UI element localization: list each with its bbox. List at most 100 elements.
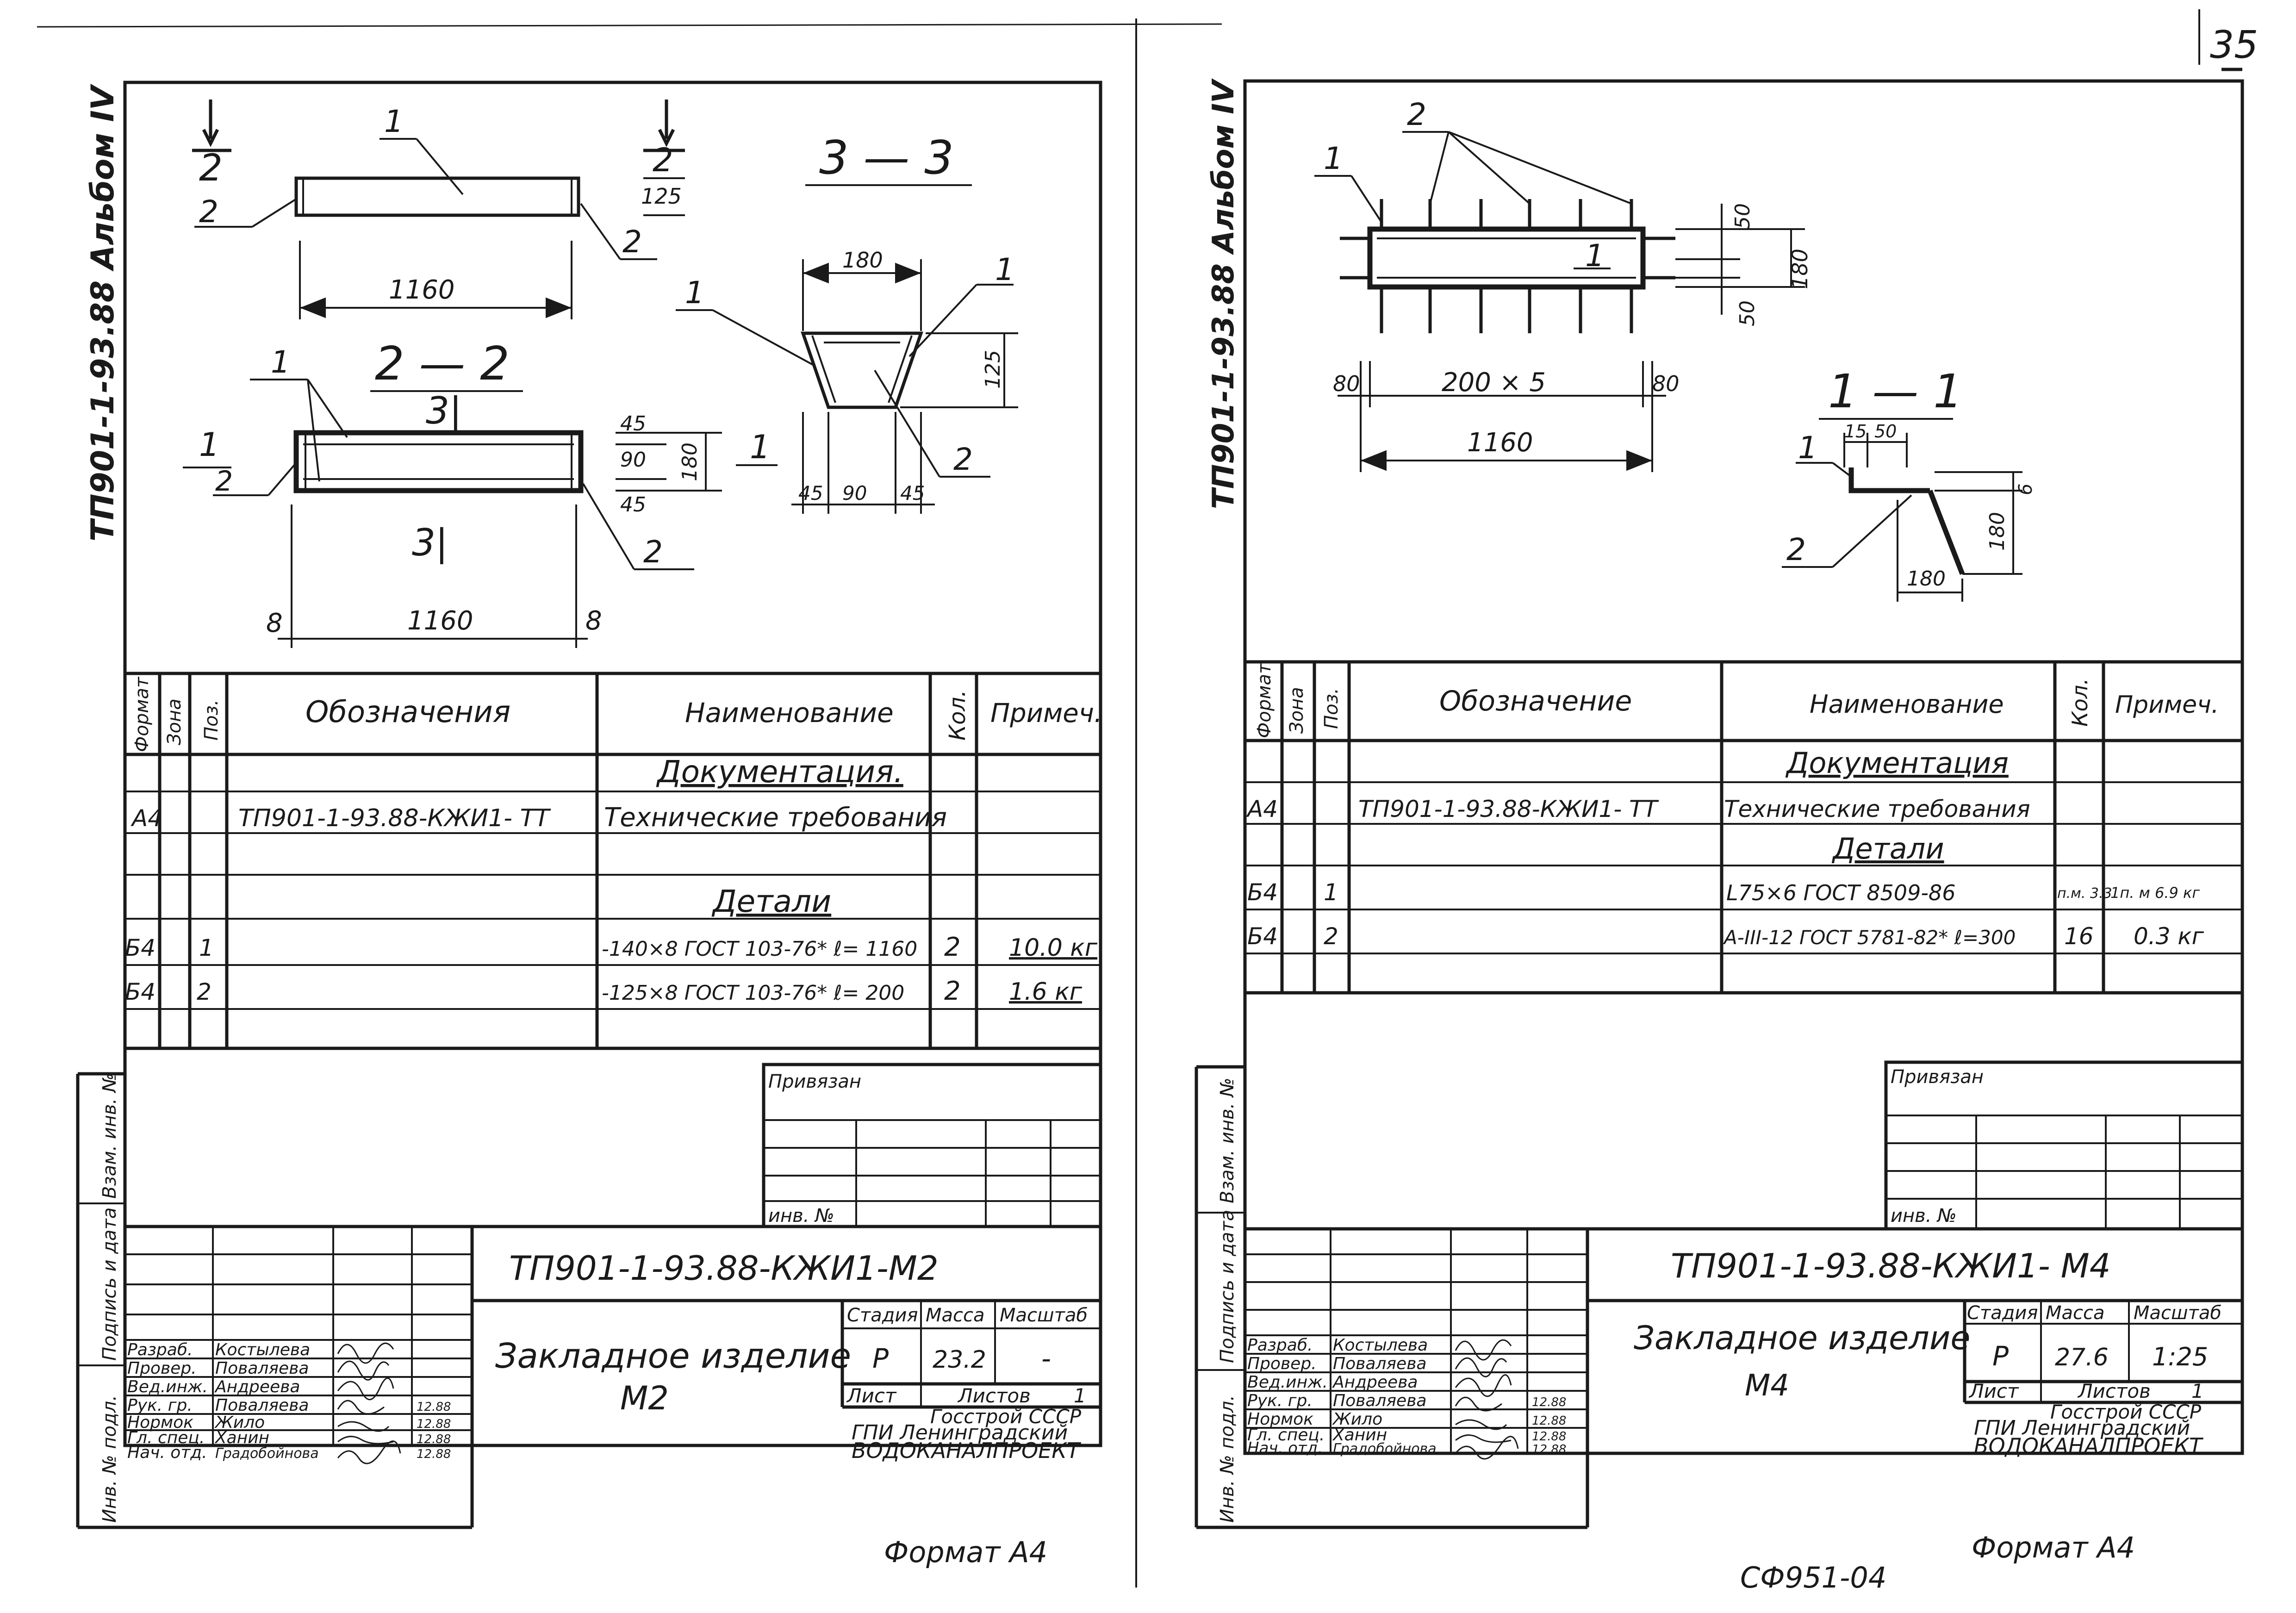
svg-text:Стадия: Стадия <box>847 1305 918 1326</box>
svg-text:10.0 кг: 10.0 кг <box>1009 934 1098 962</box>
right-privyazan-block: Привязан инв. № <box>1884 1060 2244 1231</box>
svg-text:Взам. инв. №: Взам. инв. № <box>1217 1077 1238 1203</box>
left-mass: 23.2 <box>933 1346 986 1374</box>
svg-text:Ханин: Ханин <box>1332 1426 1387 1445</box>
left-privyazan-block: Привязан инв. № <box>762 1063 1102 1228</box>
svg-text:Зона: Зона <box>164 698 185 745</box>
svg-text:Градобойнова: Градобойнова <box>215 1445 319 1462</box>
left-header-name: Наименование <box>685 697 894 729</box>
left-side-label-inv: Инв. № подл. <box>99 1395 120 1523</box>
right-plan-view: 1 2 1 50 180 50 8 <box>1314 97 1812 472</box>
svg-text:12.88: 12.88 <box>417 1417 451 1431</box>
left-pos1-label-b: 1 <box>271 344 290 380</box>
right-sheet: Взам. инв. № Подпись и дата Инв. № подл.… <box>1195 68 2244 1564</box>
svg-text:Масштаб: Масштаб <box>1000 1305 1088 1326</box>
svg-text:2: 2 <box>953 442 973 477</box>
left-item-name-1: Закладное изделие <box>495 1336 851 1376</box>
svg-text:ВОДОКАНАЛПРОЕКТ: ВОДОКАНАЛПРОЕКТ <box>852 1438 1082 1463</box>
left-side-label-podpis: Подпись и дата <box>99 1208 120 1361</box>
svg-text:Провер.: Провер. <box>127 1359 197 1378</box>
svg-text:Нормок: Нормок <box>1247 1410 1313 1429</box>
svg-text:Нач. отд.: Нач. отд. <box>1247 1439 1323 1457</box>
svg-text:Гл. спец.: Гл. спец. <box>1247 1426 1325 1445</box>
svg-text:1160: 1160 <box>389 275 455 305</box>
right-header-designation: Обозначение <box>1439 685 1632 717</box>
left-drawing-code: ТП901-1-93.88-КЖИ1-М2 <box>509 1249 939 1288</box>
svg-text:Б4: Б4 <box>1247 923 1278 950</box>
svg-text:Листов: Листов <box>957 1384 1031 1407</box>
svg-text:Поваляева: Поваляева <box>215 1396 309 1415</box>
left-spec-table: Формат Зона Поз. Обозначения Наименовани… <box>125 673 1102 1050</box>
left-sec33-title: 3 — 3 <box>819 131 954 185</box>
svg-text:1: 1 <box>199 934 214 961</box>
left-pos1-label-a: 1 <box>384 104 404 139</box>
svg-text:инв. №: инв. № <box>1891 1205 1957 1227</box>
svg-text:12.88: 12.88 <box>1532 1430 1566 1444</box>
svg-text:3|: 3| <box>412 521 448 565</box>
svg-text:3|: 3| <box>426 389 462 433</box>
svg-text:Градобойнова: Градобойнова <box>1333 1441 1437 1457</box>
svg-text:Привязан: Привязан <box>1891 1066 1984 1088</box>
svg-text:1160: 1160 <box>1467 428 1533 458</box>
svg-text:Жило: Жило <box>1332 1410 1382 1429</box>
svg-text:Госстрой СССР: Госстрой СССР <box>930 1405 1082 1428</box>
left-title-block: ТП901-1-93.88-КЖИ1-М2 Закладное изделие … <box>125 1225 1101 1569</box>
right-row-details: Детали <box>1831 832 1944 866</box>
left-format-label: Формат А4 <box>884 1535 1047 1569</box>
svg-text:Разраб.: Разраб. <box>1247 1336 1313 1355</box>
svg-text:Зона: Зона <box>1286 687 1307 734</box>
svg-text:1: 1 <box>995 252 1014 287</box>
left-item-name-2: М2 <box>620 1379 669 1417</box>
svg-text:Вед.инж.: Вед.инж. <box>127 1377 208 1396</box>
right-row-part2-name: А-III-12 ГОСТ 5781-82* ℓ=300 <box>1723 926 2016 949</box>
left-sec22-title: 2 — 2 <box>375 336 510 391</box>
left-header-designation: Обозначения <box>305 695 510 729</box>
svg-text:Рук. гр.: Рук. гр. <box>1247 1391 1313 1410</box>
svg-text:Поваляева: Поваляева <box>1333 1354 1426 1373</box>
svg-text:Костылева: Костылева <box>215 1340 310 1359</box>
svg-text:Поваляева: Поваляева <box>215 1359 309 1378</box>
svg-text:Стадия: Стадия <box>1967 1302 2038 1324</box>
svg-text:125: 125 <box>641 184 682 209</box>
svg-text:Б4: Б4 <box>125 934 156 961</box>
right-section-1-1: 1 — 1 15 50 6 180 180 1 2 <box>1782 364 2036 602</box>
left-header-note: Примеч. <box>990 698 1102 729</box>
svg-text:12.88: 12.88 <box>1532 1414 1566 1428</box>
svg-text:Б4: Б4 <box>1247 879 1278 906</box>
svg-text:45: 45 <box>900 482 925 504</box>
svg-text:12.88: 12.88 <box>417 1447 451 1461</box>
right-drawing-code: ТП901-1-93.88-КЖИ1- М4 <box>1671 1246 2111 1285</box>
svg-text:Поваляева: Поваляева <box>1333 1391 1426 1410</box>
svg-text:45: 45 <box>620 412 646 436</box>
left-scale: - <box>1041 1343 1051 1374</box>
svg-text:2: 2 <box>944 932 961 962</box>
right-stage: Р <box>1992 1340 2009 1372</box>
svg-text:ГПИ Ленинградский: ГПИ Ленинградский <box>1974 1416 2190 1440</box>
svg-text:Формат: Формат <box>1254 662 1275 738</box>
svg-text:Гл. спец.: Гл. спец. <box>127 1428 205 1447</box>
left-row-doc: Документация. <box>656 754 903 790</box>
svg-text:А4: А4 <box>1246 796 1278 822</box>
left-section-3-3: 3 — 3 180 125 45 90 45 <box>676 131 1018 514</box>
svg-text:180: 180 <box>1787 249 1812 289</box>
svg-text:Нач. отд.: Нач. отд. <box>127 1443 207 1462</box>
svg-text:Масштаб: Масштаб <box>2134 1302 2221 1324</box>
svg-text:ВОДОКАНАЛПРОЕКТ: ВОДОКАНАЛПРОЕКТ <box>1974 1433 2204 1458</box>
left-side-label-vzam: Взам. инв. № <box>99 1073 120 1199</box>
svg-text:Лист: Лист <box>846 1384 897 1407</box>
svg-text:12.88: 12.88 <box>417 1432 451 1446</box>
svg-text:Лист: Лист <box>1968 1380 2019 1402</box>
svg-text:Костылева: Костылева <box>1333 1336 1428 1355</box>
left-pos2-label-b: 2 <box>622 224 642 260</box>
svg-text:Поз.: Поз. <box>201 699 222 741</box>
page-number-box: 35 <box>2198 9 2258 67</box>
right-title-block: ТП901-1-93.88-КЖИ1- М4 Закладное изделие… <box>1245 1227 2242 1564</box>
svg-text:Формат: Формат <box>131 676 153 752</box>
svg-text:0.3 кг: 0.3 кг <box>2134 923 2204 950</box>
right-pos1-label-a: 1 <box>1324 141 1343 176</box>
svg-text:125: 125 <box>981 350 1005 389</box>
svg-text:6: 6 <box>2015 484 2036 495</box>
svg-text:1: 1 <box>1798 430 1817 466</box>
svg-text:Привязан: Привязан <box>768 1071 861 1092</box>
svg-text:п.м. 3.3: п.м. 3.3 <box>2057 885 2112 902</box>
